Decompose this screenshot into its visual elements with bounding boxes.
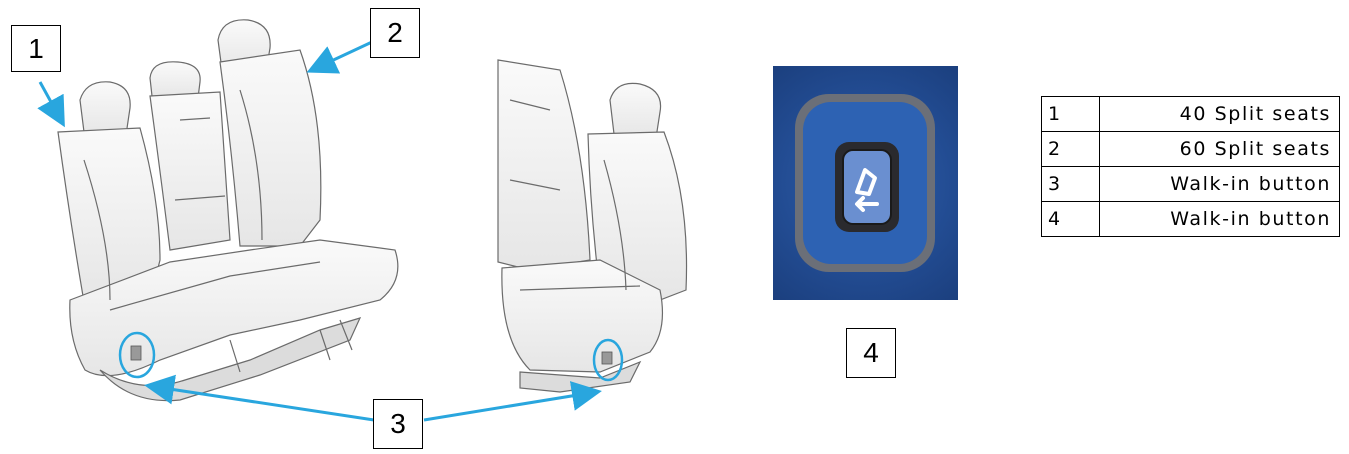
right-seatback xyxy=(220,50,321,246)
legend-description: 60 Split seats xyxy=(1100,132,1340,167)
arrow-3-left xyxy=(150,386,374,420)
arrow-3-right xyxy=(424,392,596,420)
callout-3: 3 xyxy=(373,399,423,449)
legend-number: 4 xyxy=(1042,202,1100,237)
callout-4: 4 xyxy=(846,328,896,378)
center-seatback xyxy=(150,92,230,250)
callout-1: 1 xyxy=(11,25,61,72)
callout-2: 2 xyxy=(370,8,420,58)
legend-description: Walk-in button xyxy=(1100,202,1340,237)
legend-table: 1 40 Split seats 2 60 Split seats 3 Walk… xyxy=(1041,96,1340,237)
rear-bench-seat xyxy=(58,20,398,401)
walk-in-button-photo xyxy=(773,66,958,300)
arrow-1 xyxy=(40,82,62,122)
center-headrest xyxy=(150,62,200,98)
legend-row: 2 60 Split seats xyxy=(1042,132,1340,167)
legend-row: 1 40 Split seats xyxy=(1042,97,1340,132)
legend-number: 2 xyxy=(1042,132,1100,167)
legend-number: 1 xyxy=(1042,97,1100,132)
legend-description: 40 Split seats xyxy=(1100,97,1340,132)
legend-row: 4 Walk-in button xyxy=(1042,202,1340,237)
legend-description: Walk-in button xyxy=(1100,167,1340,202)
arrow-2 xyxy=(312,42,372,70)
legend-number: 3 xyxy=(1042,167,1100,202)
legend-row: 3 Walk-in button xyxy=(1042,167,1340,202)
side-headrest xyxy=(610,83,661,138)
left-headrest xyxy=(80,82,130,135)
